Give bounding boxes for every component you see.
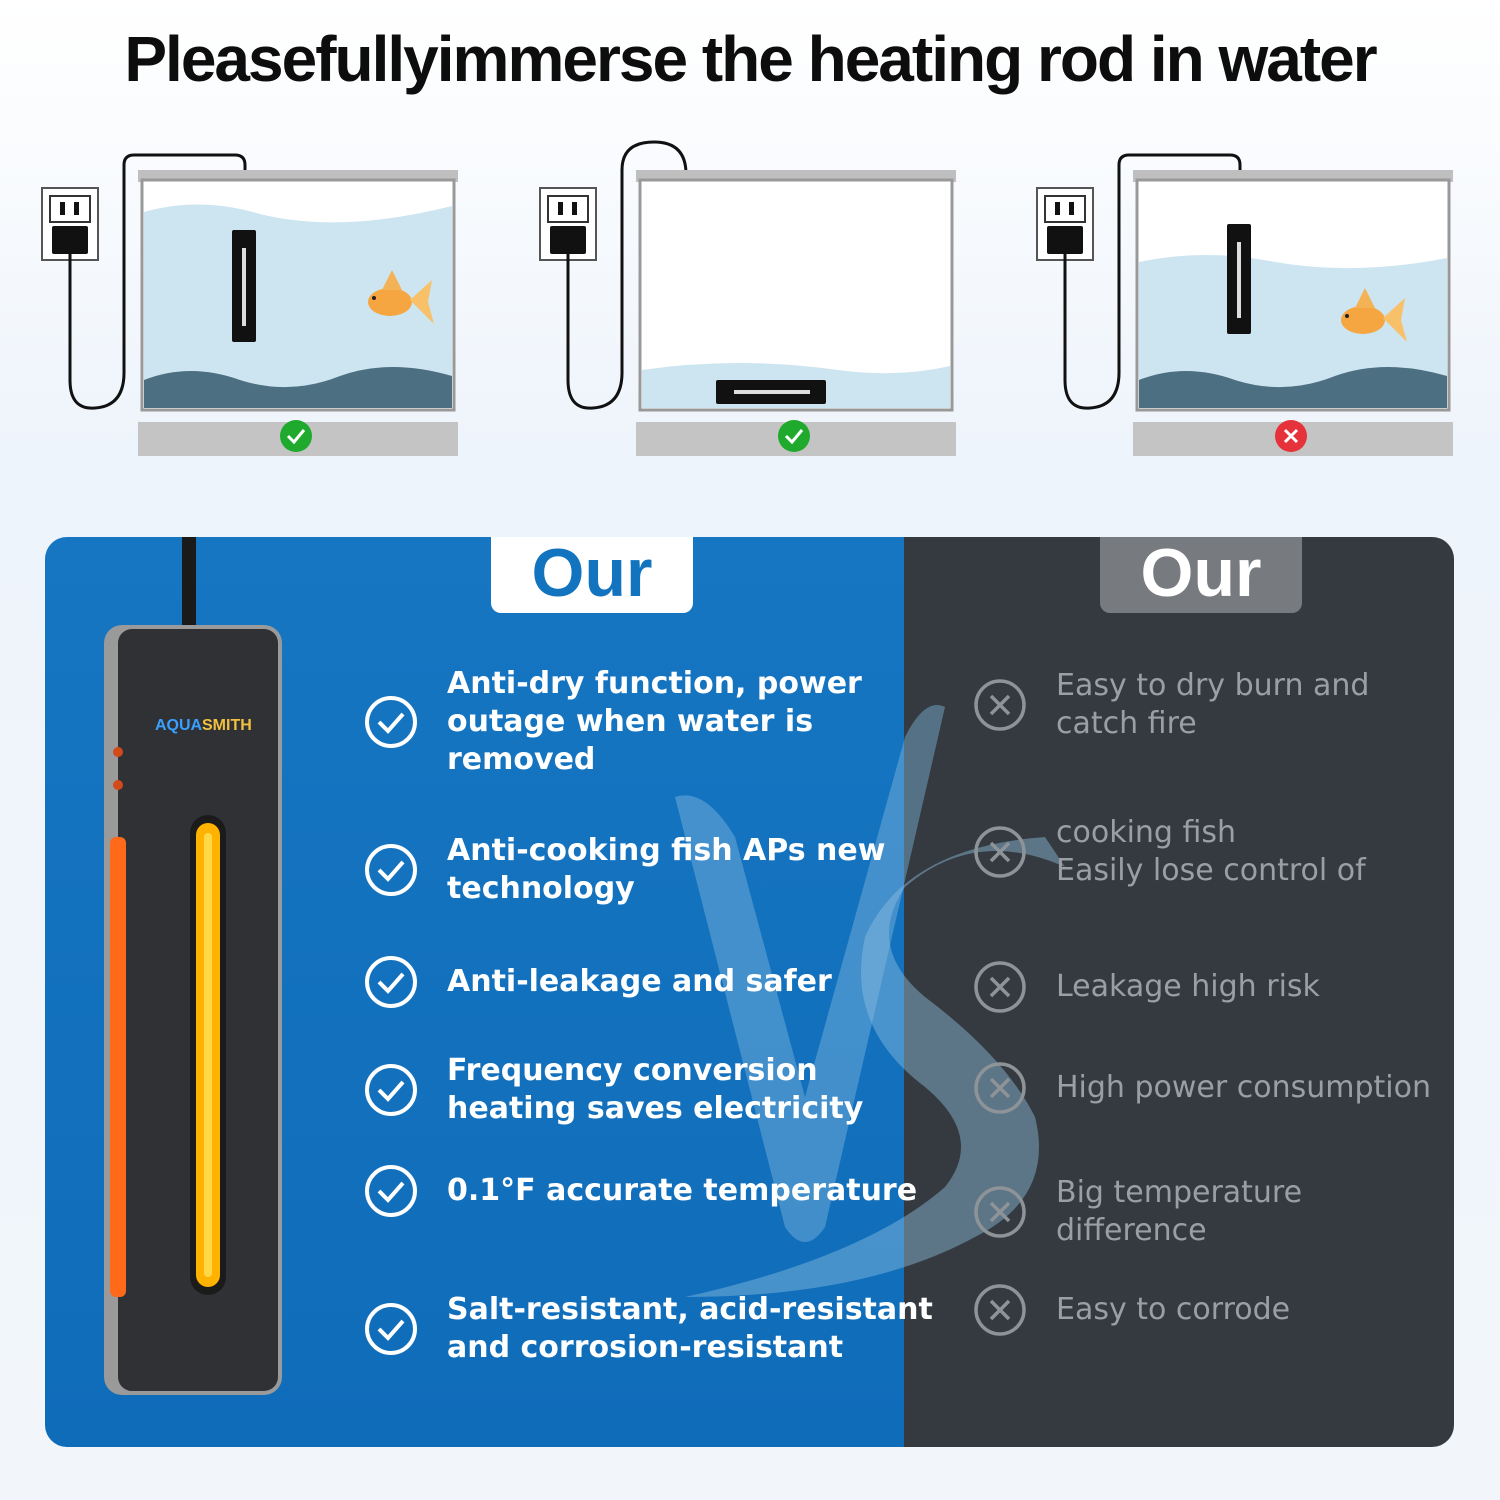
- drawback-text: Big temperature difference: [1056, 1175, 1303, 1248]
- feature-text: Anti-leakage and safer: [447, 964, 832, 999]
- drawback-item: Easy to dry burn and catch fire: [972, 667, 1369, 743]
- check-icon: [280, 420, 312, 452]
- drawback-text: cooking fish Easily lose control of: [1056, 815, 1366, 888]
- drawback-text: Leakage high risk: [1056, 969, 1320, 1004]
- drawback-item: Leakage high risk: [972, 959, 1320, 1015]
- feature-text: Anti-cooking fish APs new technology: [447, 833, 886, 906]
- comparison-panel: AQUA SMITH Our Our Anti-dry function, po…: [45, 537, 1454, 1447]
- check-circle-icon: [365, 1064, 417, 1116]
- cross-circle-icon: [974, 1062, 1026, 1114]
- check-circle-icon: [365, 696, 417, 748]
- cross-circle-icon: [974, 1186, 1026, 1238]
- vs-watermark: [675, 705, 1065, 1297]
- drawback-text: High power consumption: [1056, 1070, 1431, 1105]
- theirs-label: Our: [1100, 537, 1302, 613]
- feature-item: Salt-resistant, acid-resistant and corro…: [363, 1291, 933, 1367]
- cross-circle-icon: [974, 826, 1026, 878]
- wall-outlet-icon: [539, 187, 597, 261]
- goldfish-icon: [368, 270, 434, 324]
- drawback-item: cooking fish Easily lose control of: [972, 814, 1366, 890]
- cross-circle-icon: [974, 679, 1026, 731]
- scene-incorrect-partial: [1035, 130, 1475, 470]
- brand-logo-smith: SMITH: [202, 717, 252, 734]
- scene-correct-horizontal: [538, 130, 978, 470]
- feature-item: Anti-cooking fish APs new technology: [363, 832, 885, 908]
- check-circle-icon: [365, 956, 417, 1008]
- check-circle-icon: [365, 1303, 417, 1355]
- feature-item: Anti-leakage and safer: [363, 954, 832, 1010]
- drawback-text: Easy to dry burn and catch fire: [1056, 668, 1370, 741]
- cross-icon: [1275, 420, 1307, 452]
- drawback-item: Easy to corrode: [972, 1282, 1290, 1338]
- cross-circle-icon: [974, 961, 1026, 1013]
- page-title: Pleasefullyimmerse the heating rod in wa…: [124, 23, 1377, 95]
- ours-label: Our: [491, 537, 693, 613]
- scene-correct-hanging: [40, 130, 480, 470]
- drawback-item: High power consumption: [972, 1060, 1431, 1116]
- feature-item: 0.1°F accurate temperature: [363, 1163, 917, 1219]
- heater-product-image: AQUA SMITH: [104, 537, 282, 1395]
- check-circle-icon: [365, 844, 417, 896]
- wall-outlet-icon: [1036, 187, 1094, 261]
- feature-text: 0.1°F accurate temperature: [447, 1173, 918, 1208]
- drawback-item: Big temperature difference: [972, 1174, 1302, 1250]
- check-icon: [778, 420, 810, 452]
- feature-text: Anti-dry function, power outage when wat…: [447, 666, 862, 777]
- check-circle-icon: [365, 1165, 417, 1217]
- feature-item: Anti-dry function, power outage when wat…: [363, 665, 862, 779]
- cross-circle-icon: [974, 1284, 1026, 1336]
- wall-outlet-icon: [41, 187, 99, 261]
- drawback-text: Easy to corrode: [1056, 1292, 1291, 1327]
- brand-logo-aqua: AQUA: [155, 717, 203, 734]
- goldfish-icon: [1341, 288, 1407, 342]
- feature-text: Frequency conversion heating saves elect…: [447, 1053, 864, 1126]
- feature-text: Salt-resistant, acid-resistant and corro…: [447, 1292, 933, 1365]
- feature-item: Frequency conversion heating saves elect…: [363, 1052, 863, 1128]
